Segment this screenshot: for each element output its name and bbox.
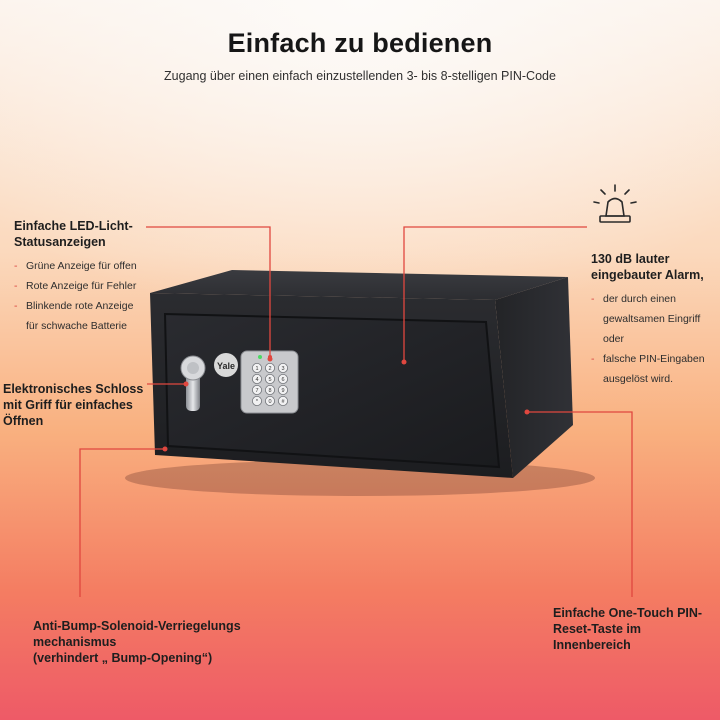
callout-alarm-title-2: eingebauter Alarm, [591,268,704,282]
callout-bump: Anti-Bump-Solenoid-Verriegelungs mechani… [33,618,273,666]
list-item-continued: für schwache Batterie [26,320,127,332]
callout-line-reset [527,411,633,597]
list-item: -der durch einen [591,293,676,305]
list-item-continued: oder [603,333,625,345]
callout-lock-line-3: Öffnen [3,414,44,428]
yale-logo-text: Yale [217,361,235,371]
keypad-key [251,373,262,384]
keypad-key-label: 9 [281,388,284,394]
keypad-key [264,373,275,384]
callout-reset-line-2: Reset-Taste im [553,622,641,636]
callout-bump-line-3: (verhindert „ Bump-Opening“) [33,651,213,665]
keypad-key [251,384,262,395]
keypad-key-label: * [256,399,259,405]
keypad-key-label: 1 [255,366,258,372]
list-item: -Rote Anzeige für Fehler [14,280,137,292]
callout-lock-line-2: mit Griff für einfaches [3,398,133,412]
keypad-key [251,362,262,373]
list-item-continued: gewaltsamen Eingriff [603,313,701,325]
callout-led-title-1: Einfache LED-Licht- [14,219,133,233]
keypad-key-label: 5 [268,377,271,383]
callout-led-list: -Grüne Anzeige für offen -Rote Anzeige f… [14,256,184,336]
keypad-key [277,362,288,373]
callout-line-alarm [403,226,587,361]
callout-led-title-2: Statusanzeigen [14,235,106,249]
keypad-key-label: 0 [268,399,271,405]
callout-line-led [146,226,271,357]
callout-alarm-title-1: 130 dB lauter [591,252,670,266]
alarm-light-icon [593,184,637,223]
list-item: -Blinkende rote Anzeige [14,300,134,312]
keypad-key-label: 2 [268,366,271,372]
callout-line-bump [79,448,165,597]
safe-side [495,277,573,478]
callout-reset-line-1: Einfache One-Touch PIN- [553,606,703,620]
callout-bump-line-1: Anti-Bump-Solenoid-Verriegelungs [33,619,241,633]
list-item: -Grüne Anzeige für offen [14,260,137,272]
keypad-key [277,395,288,406]
keypad-key-label: 3 [281,366,284,372]
safe-knob-center [187,362,199,374]
page-title: Einfach zu bedienen [227,28,493,58]
keypad-key-label: # [281,399,285,405]
keypad-key-label: 4 [255,377,258,383]
callout-led: Einfache LED-Licht- Statusanzeigen -Grün… [14,218,184,336]
keypad-key [264,395,275,406]
keypad-key [264,362,275,373]
callout-reset-line-3: Innenbereich [553,638,631,652]
keypad-key [277,373,288,384]
keypad-key [264,384,275,395]
keypad-key-label: 7 [255,388,258,394]
yale-logo [214,353,238,377]
callout-lock: Elektronisches Schloss mit Griff für ein… [3,381,163,429]
led-green [258,355,262,359]
keypad-key-label: 6 [281,377,284,383]
callout-lock-line-1: Elektronisches Schloss [3,382,144,396]
keypad-key [277,384,288,395]
callout-alarm: 130 dB lauter eingebauter Alarm, -der du… [591,251,716,389]
list-item-continued: ausgelöst wird. [603,373,674,385]
safe-top [150,270,568,300]
callout-alarm-list: -der durch einen gewaltsamen Eingriff od… [591,289,716,389]
callout-bump-line-2: mechanismus [33,635,117,649]
callout-reset: Einfache One-Touch PIN- Reset-Taste im I… [553,605,713,653]
keypad-key-label: 8 [268,388,271,394]
keypad-key [251,395,262,406]
page-subtitle: Zugang über einen einfach einzustellende… [164,69,556,83]
list-item: -falsche PIN-Eingaben [591,353,705,365]
